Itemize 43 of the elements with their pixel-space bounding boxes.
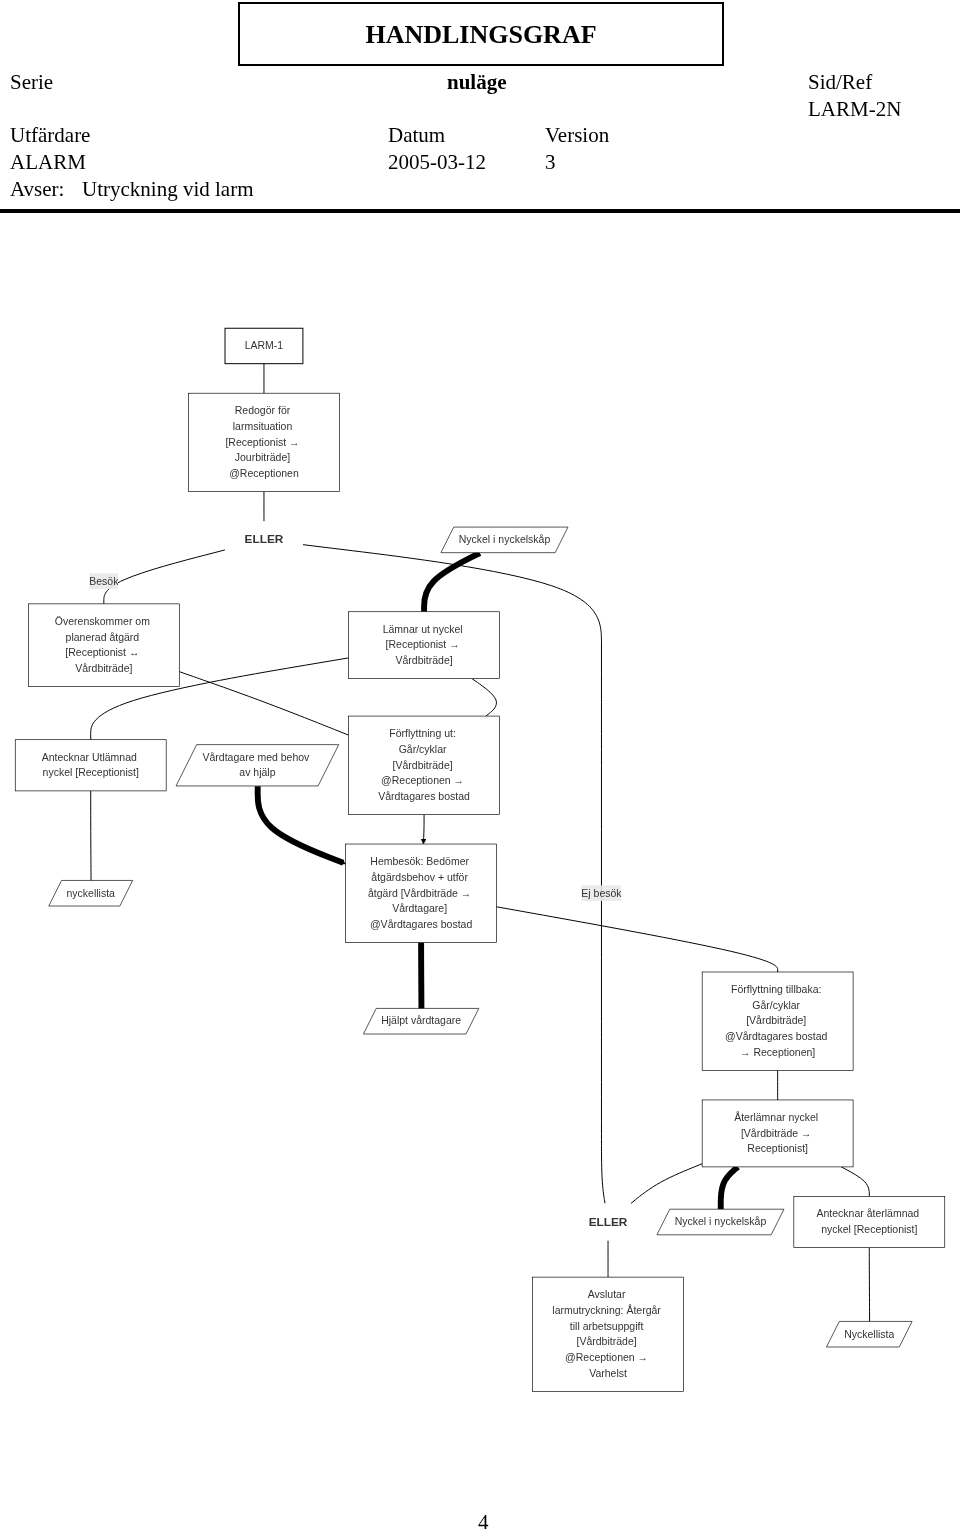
connector [302, 544, 606, 1204]
field-label: Avser: [10, 177, 65, 202]
node-box: Förflyttning tillbaka: Går/cyklar [Vårdbiträde] @Vårdtagares bostad → Receptionen] [701, 971, 854, 1071]
node-box: Antecknar Utlämnad nyckel [Receptionist] [14, 739, 167, 792]
connector [496, 906, 779, 973]
arrow [254, 786, 346, 866]
page-number: 4 [478, 1510, 489, 1535]
connector [471, 678, 497, 717]
edge-label: Besök [89, 575, 119, 587]
field-value: LARM-2N [808, 97, 902, 122]
connector [263, 363, 265, 394]
field-label: Datum [388, 123, 446, 148]
node-box: LARM-1 [224, 328, 304, 365]
node-box: Överenskommer om planerad åtgärd [Receptionist ↔ Vårdbiträde] [28, 603, 180, 688]
field-value: ALARM [10, 150, 86, 175]
field-label: Serie [10, 70, 54, 95]
connector [263, 491, 265, 522]
field-value: 2005-03-12 [388, 150, 486, 175]
connector [90, 790, 92, 882]
title: HANDLINGSGRAF [238, 2, 724, 66]
connector [418, 942, 425, 1009]
connector [178, 671, 350, 736]
node-box: Lämnar ut nyckel [Receptionist → Vårdbiträde] [348, 611, 500, 680]
node-box: Hembesök: Bedömer åtgärdsbehov + utför åtgärd [Vårdbiträde → Vårdtagare] @Vårdtagares bostad [345, 843, 497, 943]
connector [777, 1070, 779, 1101]
node-box: Redogör för larmsituation [Receptionist → Jourbiträde] @Receptionen [188, 393, 340, 493]
connector [90, 657, 350, 741]
node-text: ELLER [244, 533, 284, 547]
node-box: Avslutar larmutryckning: Återgår till arbetsuppgift [Vårdbiträde] @Receptionen → Varhelst [532, 1277, 684, 1392]
connector [868, 1247, 871, 1323]
connector [630, 1163, 703, 1204]
field-value: Utryckning vid larm [82, 177, 254, 202]
field-label: Utfärdare [10, 123, 91, 148]
node-box: Förflyttning ut: Går/cyklar [Vårdbiträde] @Receptionen → Vårdtagares bostad [348, 715, 500, 816]
field-label: Version [545, 123, 610, 148]
node-box: Antecknar återlämnad nyckel [Receptionist] [793, 1196, 946, 1249]
edge-label: Ej besök [581, 887, 622, 899]
field-label: Sid/Ref [808, 70, 873, 95]
connector [103, 549, 226, 605]
field-value: 3 [545, 150, 556, 175]
node-box: Återlämnar nyckel [Vårdbiträde → Receptionist] [701, 1099, 854, 1168]
node-text: ELLER [588, 1215, 628, 1229]
field-value: nuläge [447, 70, 507, 95]
